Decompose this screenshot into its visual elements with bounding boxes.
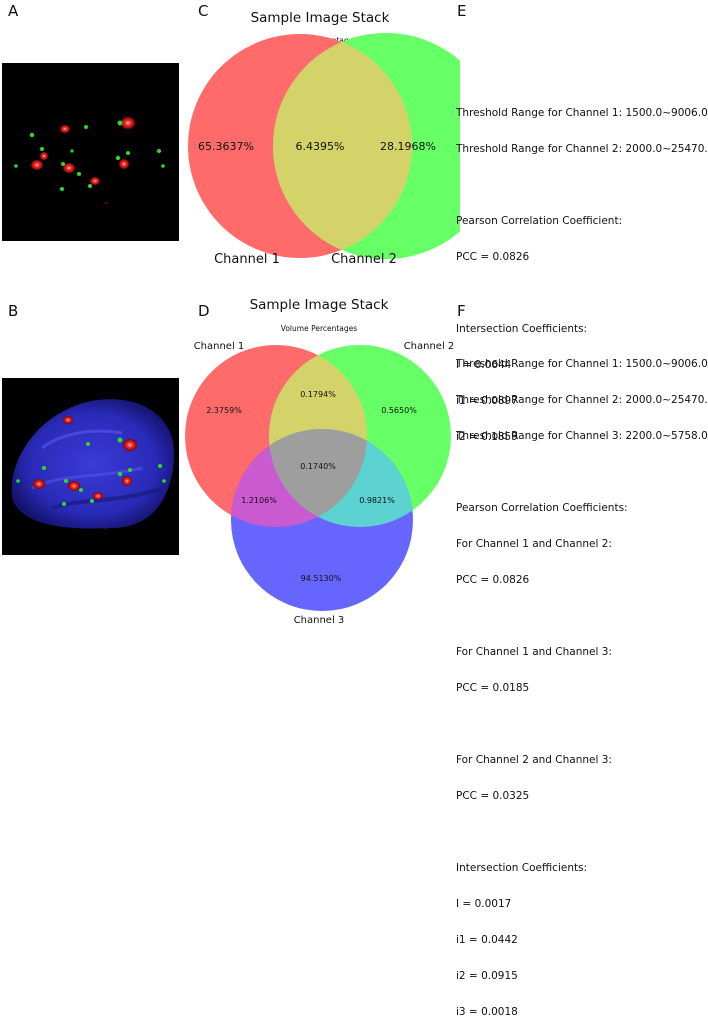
- venn3-only-3-pct: 94.5130%: [301, 574, 342, 583]
- intersection-i1: i1 = 0.0442: [456, 934, 518, 946]
- intersection-I: I = 0.0644: [456, 359, 512, 371]
- pcc-pair-2-3-value: PCC = 0.0325: [456, 790, 530, 802]
- threshold-channel-2: Threshold Range for Channel 2: 2000.0~25…: [456, 394, 708, 406]
- venn3-title: Sample Image Stack: [250, 297, 389, 313]
- threshold-channel-1: Threshold Range for Channel 1: 1500.0~90…: [456, 107, 708, 119]
- stats-panel-f: Threshold Range for Channel 1: 1500.0~90…: [456, 334, 708, 1030]
- intersection-i3: i3 = 0.0018: [456, 1006, 518, 1018]
- microscopy-image-a: [2, 63, 179, 241]
- panel-label-b: B: [8, 302, 19, 320]
- venn3-subtitle: Volume Percentages: [281, 324, 357, 333]
- pcc-pair-1-3-label: For Channel 1 and Channel 3:: [456, 646, 612, 658]
- threshold-channel-1: Threshold Range for Channel 1: 1500.0~90…: [456, 358, 708, 370]
- intersection-I: I = 0.0017: [456, 898, 512, 910]
- panel-label-a: A: [8, 2, 19, 20]
- venn-three-channel: Sample Image Stack Volume Percentages Ch…: [185, 297, 455, 625]
- venn2-right-pct: 28.1968%: [380, 140, 436, 153]
- venn3-overlap-2-3-pct: 0.9821%: [359, 496, 395, 505]
- intersection-i1: i1 = 0.0897: [456, 395, 518, 407]
- venn3-label-channel-3: Channel 3: [294, 615, 345, 625]
- pcc-pair-1-2-value: PCC = 0.0826: [456, 574, 530, 586]
- intersection-heading: Intersection Coefficients:: [456, 323, 588, 335]
- venn2-overlap: [273, 34, 412, 258]
- venn3-only-2-pct: 0.5650%: [381, 406, 417, 415]
- venn-two-channel: Sample Image Stack Volume Percentages 65…: [188, 10, 460, 267]
- microscopy-image-b: [2, 378, 179, 555]
- venn2-label-channel-1: Channel 1: [214, 252, 280, 267]
- pcc-heading: Pearson Correlation Coefficients:: [456, 502, 628, 514]
- panel-label-c: C: [198, 2, 209, 20]
- pcc-pair-1-2-label: For Channel 1 and Channel 2:: [456, 538, 612, 550]
- venn2-title: Sample Image Stack: [251, 10, 390, 26]
- panel-label-f: F: [457, 302, 466, 320]
- panel-label-e: E: [457, 2, 467, 20]
- intersection-heading: Intersection Coefficients:: [456, 862, 588, 874]
- pcc-pair-2-3-label: For Channel 2 and Channel 3:: [456, 754, 612, 766]
- threshold-channel-2: Threshold Range for Channel 2: 2000.0~25…: [456, 143, 708, 155]
- pcc-value: PCC = 0.0826: [456, 251, 530, 263]
- venn3-overlap-1-3-pct: 1.2106%: [241, 496, 277, 505]
- venn2-label-channel-2: Channel 2: [331, 252, 397, 267]
- panel-label-d: D: [198, 302, 210, 320]
- intersection-i2: i2 = 0.1859: [456, 431, 518, 443]
- venn3-overlap-1-2-3-pct: 0.1740%: [300, 462, 336, 471]
- venn3-label-channel-1: Channel 1: [194, 341, 245, 352]
- venn2-left-pct: 65.3637%: [198, 140, 254, 153]
- pcc-heading: Pearson Correlation Coefficient:: [456, 215, 623, 227]
- intersection-i2: i2 = 0.0915: [456, 970, 518, 982]
- pcc-pair-1-3-value: PCC = 0.0185: [456, 682, 530, 694]
- venn3-label-channel-2: Channel 2: [404, 341, 455, 352]
- venn3-overlap-1-2-pct: 0.1794%: [300, 390, 336, 399]
- threshold-channel-3: Threshold Range for Channel 3: 2200.0~57…: [456, 430, 708, 442]
- venn2-middle-pct: 6.4395%: [296, 140, 345, 153]
- stats-panel-e: Threshold Range for Channel 1: 1500.0~90…: [456, 83, 708, 455]
- venn3-only-1-pct: 2.3759%: [206, 406, 242, 415]
